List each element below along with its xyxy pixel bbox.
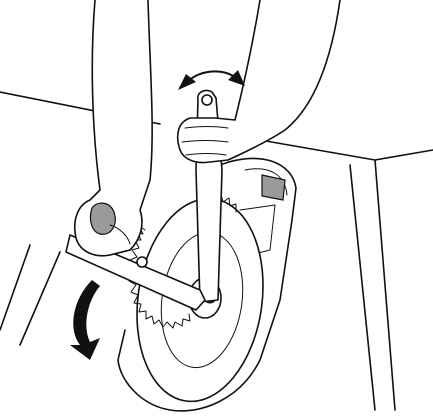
housing-latch [262, 175, 285, 200]
lower-hand [75, 0, 152, 256]
lower-hand-knuckle-shade [90, 203, 115, 234]
upper-hand-outline [178, 0, 340, 163]
rotate-arrow-icon [178, 70, 245, 90]
table-insert-slot-right [375, 160, 395, 410]
table-left-edge-inner [20, 252, 60, 345]
table-insert-slot-left [350, 165, 375, 410]
wrench-hole [202, 95, 212, 105]
table-back-edge-right [260, 140, 433, 160]
upper-hand [178, 0, 340, 163]
downward-arrow-icon [70, 280, 100, 360]
table-left-edge [0, 245, 30, 330]
wrench-lower-hole [137, 257, 147, 267]
